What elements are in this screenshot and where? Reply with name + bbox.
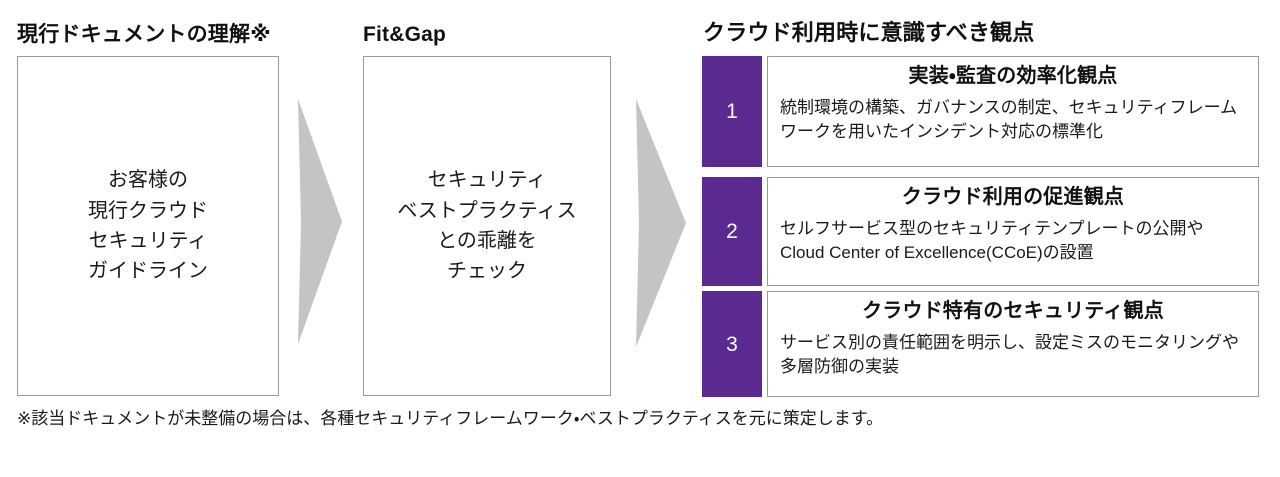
perspective-title-3: クラウド特有のセキュリティ観点 [862,300,1164,322]
perspective-title-1: 実装・監査の効率化観点 [908,65,1118,87]
perspective-body-1: 統制環境の構築、ガバナンスの制定、セキュリティフレームワークを用いたインシデント… [780,98,1238,142]
perspective-number-badge-3: 3 [702,291,762,397]
heading-fit-gap: Fit&Gap [363,23,447,46]
heading-current-document: 現行ドキュメントの理解※ [17,23,271,46]
perspective-card-2: クラウド利用の促進観点 セルフサービス型のセキュリティテンプレートの公開やClo… [767,177,1259,286]
right-chevron-arrow-icon-1 [298,99,342,344]
flow-box-fit-gap: セキュリティベストプラクティスとの乖離をチェック [363,56,611,396]
perspective-number-badge-1: 1 [702,56,762,167]
perspective-body-2: セルフサービス型のセキュリティテンプレートの公開やCloud Center of… [780,219,1204,263]
perspective-row-3: 3 クラウド特有のセキュリティ観点 サービス別の責任範囲を明示し、設定ミスのモニ… [702,291,1259,397]
right-chevron-arrow-icon-2 [636,99,686,347]
perspective-card-1: 実装・監査の効率化観点 統制環境の構築、ガバナンスの制定、セキュリティフレームワ… [767,56,1259,167]
flow-box-current-document-text: お客様の現行クラウドセキュリティガイドライン [88,169,208,283]
perspective-row-1: 1 実装・監査の効率化観点 統制環境の構築、ガバナンスの制定、セキュリティフレー… [702,56,1259,167]
flow-box-current-document: お客様の現行クラウドセキュリティガイドライン [17,56,279,396]
perspective-card-3: クラウド特有のセキュリティ観点 サービス別の責任範囲を明示し、設定ミスのモニタリ… [767,291,1259,397]
perspective-row-2: 2 クラウド利用の促進観点 セルフサービス型のセキュリティテンプレートの公開やC… [702,177,1259,286]
perspective-title-2: クラウド利用の促進観点 [901,186,1125,208]
heading-cloud-perspectives: クラウド利用時に意識すべき観点 [703,20,1035,45]
footnote-text: ※該当ドキュメントが未整備の場合は、各種セキュリティフレームワーク・ベストプラク… [17,409,884,428]
flow-box-fit-gap-text: セキュリティベストプラクティスとの乖離をチェック [397,169,577,283]
perspective-body-3: サービス別の責任範囲を明示し、設定ミスのモニタリングや多層防御の実装 [780,333,1239,377]
perspective-number-badge-2: 2 [702,177,762,286]
